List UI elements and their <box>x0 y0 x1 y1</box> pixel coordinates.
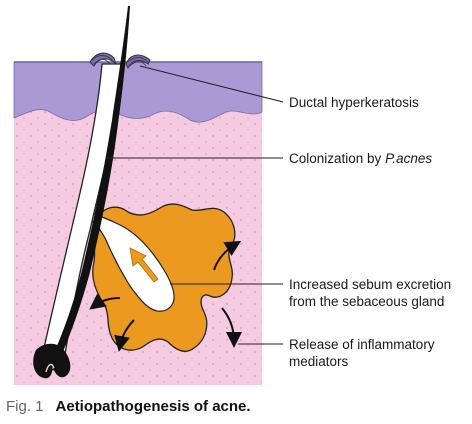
hair-papilla <box>45 363 55 373</box>
leader-hyperkeratosis <box>139 65 284 103</box>
label-inflammatory-mediators: Release of inflammatory mediators <box>289 336 435 370</box>
label-sebum-line1: Increased sebum excretion <box>289 277 452 292</box>
release-arrow-left <box>89 293 121 310</box>
release-arrow-upper-right <box>213 240 242 271</box>
figure-caption: Fig. 1 Aetiopathogenesis of acne. <box>6 398 251 415</box>
sebaceous-duct <box>87 211 175 312</box>
figure-number: Fig. 1 <box>6 398 44 415</box>
sebum-flow-arrow <box>129 247 159 283</box>
label-colonization: Colonization by P.acnes <box>289 150 432 167</box>
release-arrow-right <box>221 307 242 348</box>
keratin-lines <box>91 55 149 67</box>
hair-bulb <box>33 343 71 379</box>
release-arrow-lower <box>114 319 135 352</box>
label-inflammatory-line1: Release of inflammatory <box>289 337 435 352</box>
label-sebum-excretion: Increased sebum excretion from the sebac… <box>289 276 451 310</box>
label-ductal-hyperkeratosis: Ductal hyperkeratosis <box>289 95 419 110</box>
figure-title: Aetiopathogenesis of acne. <box>55 398 251 415</box>
label-sebum-line2: from the sebaceous gland <box>289 294 445 309</box>
label-colonization-organism: P.acnes <box>385 151 433 166</box>
epidermis-layer <box>13 61 263 123</box>
label-inflammatory-line2: mediators <box>289 354 349 369</box>
label-colonization-prefix: Colonization by <box>289 151 386 166</box>
